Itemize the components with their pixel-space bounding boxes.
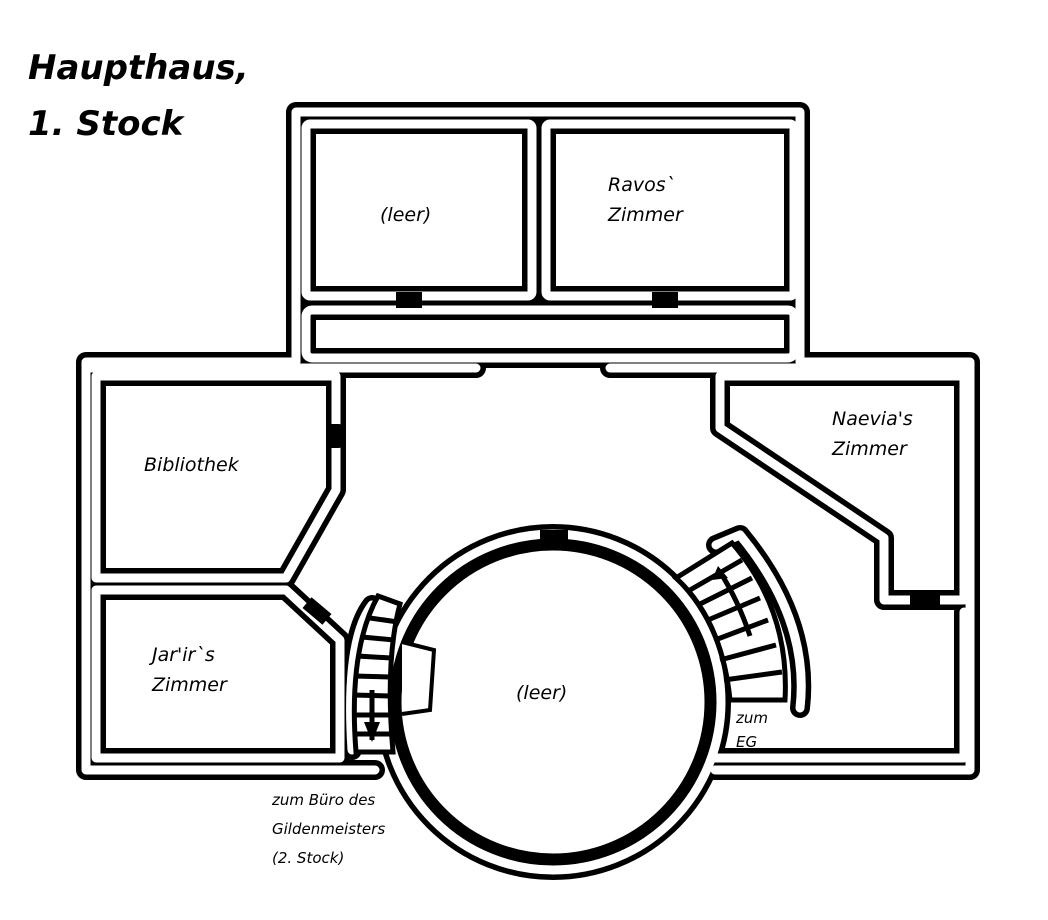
- door-naevia: [910, 594, 940, 610]
- door-library: [326, 424, 344, 448]
- room-label-library: Bibliothek: [144, 454, 239, 476]
- naevia-line-2: Zimmer: [832, 438, 907, 460]
- stairs-up: [351, 592, 437, 755]
- room-label-round: (leer): [516, 682, 568, 704]
- stairs-down-label: zum EG: [736, 706, 768, 754]
- room-label-empty-top: (leer): [380, 204, 432, 226]
- room-label-ravos: Ravos` Zimmer: [608, 170, 683, 230]
- stairs-down-line-2: EG: [736, 733, 758, 751]
- landing: [401, 640, 437, 716]
- stairs-down: [671, 539, 788, 703]
- naevia-line-1: Naevia's: [832, 408, 913, 430]
- door-ravos: [652, 292, 678, 308]
- stairs-up-label: zum Büro des Gildenmeisters (2. Stock): [272, 786, 385, 873]
- door-jarir: [302, 597, 332, 625]
- door-round-room: [540, 530, 568, 548]
- stairs-up-line-2: Gildenmeisters: [272, 820, 386, 838]
- room-label-naevia: Naevia's Zimmer: [832, 404, 913, 464]
- title-line-2: 1. Stock: [28, 104, 184, 144]
- ravos-line-2: Zimmer: [608, 204, 683, 226]
- ravos-line-1: Ravos`: [608, 174, 676, 196]
- room-label-jarir: Jar'ir`s Zimmer: [152, 640, 227, 700]
- jarir-line-1: Jar'ir`s: [152, 644, 215, 666]
- stairs-up-line-1: zum Büro des: [272, 791, 376, 809]
- jarir-line-2: Zimmer: [152, 674, 227, 696]
- door-empty-room: [396, 292, 422, 308]
- doors: [302, 292, 940, 625]
- title-line-1: Haupthaus,: [28, 48, 249, 88]
- round-room-floor: [402, 551, 704, 853]
- stairs-down-line-1: zum: [736, 709, 768, 727]
- stairs-up-line-3: (2. Stock): [272, 849, 345, 867]
- walls-inner: [81, 107, 975, 875]
